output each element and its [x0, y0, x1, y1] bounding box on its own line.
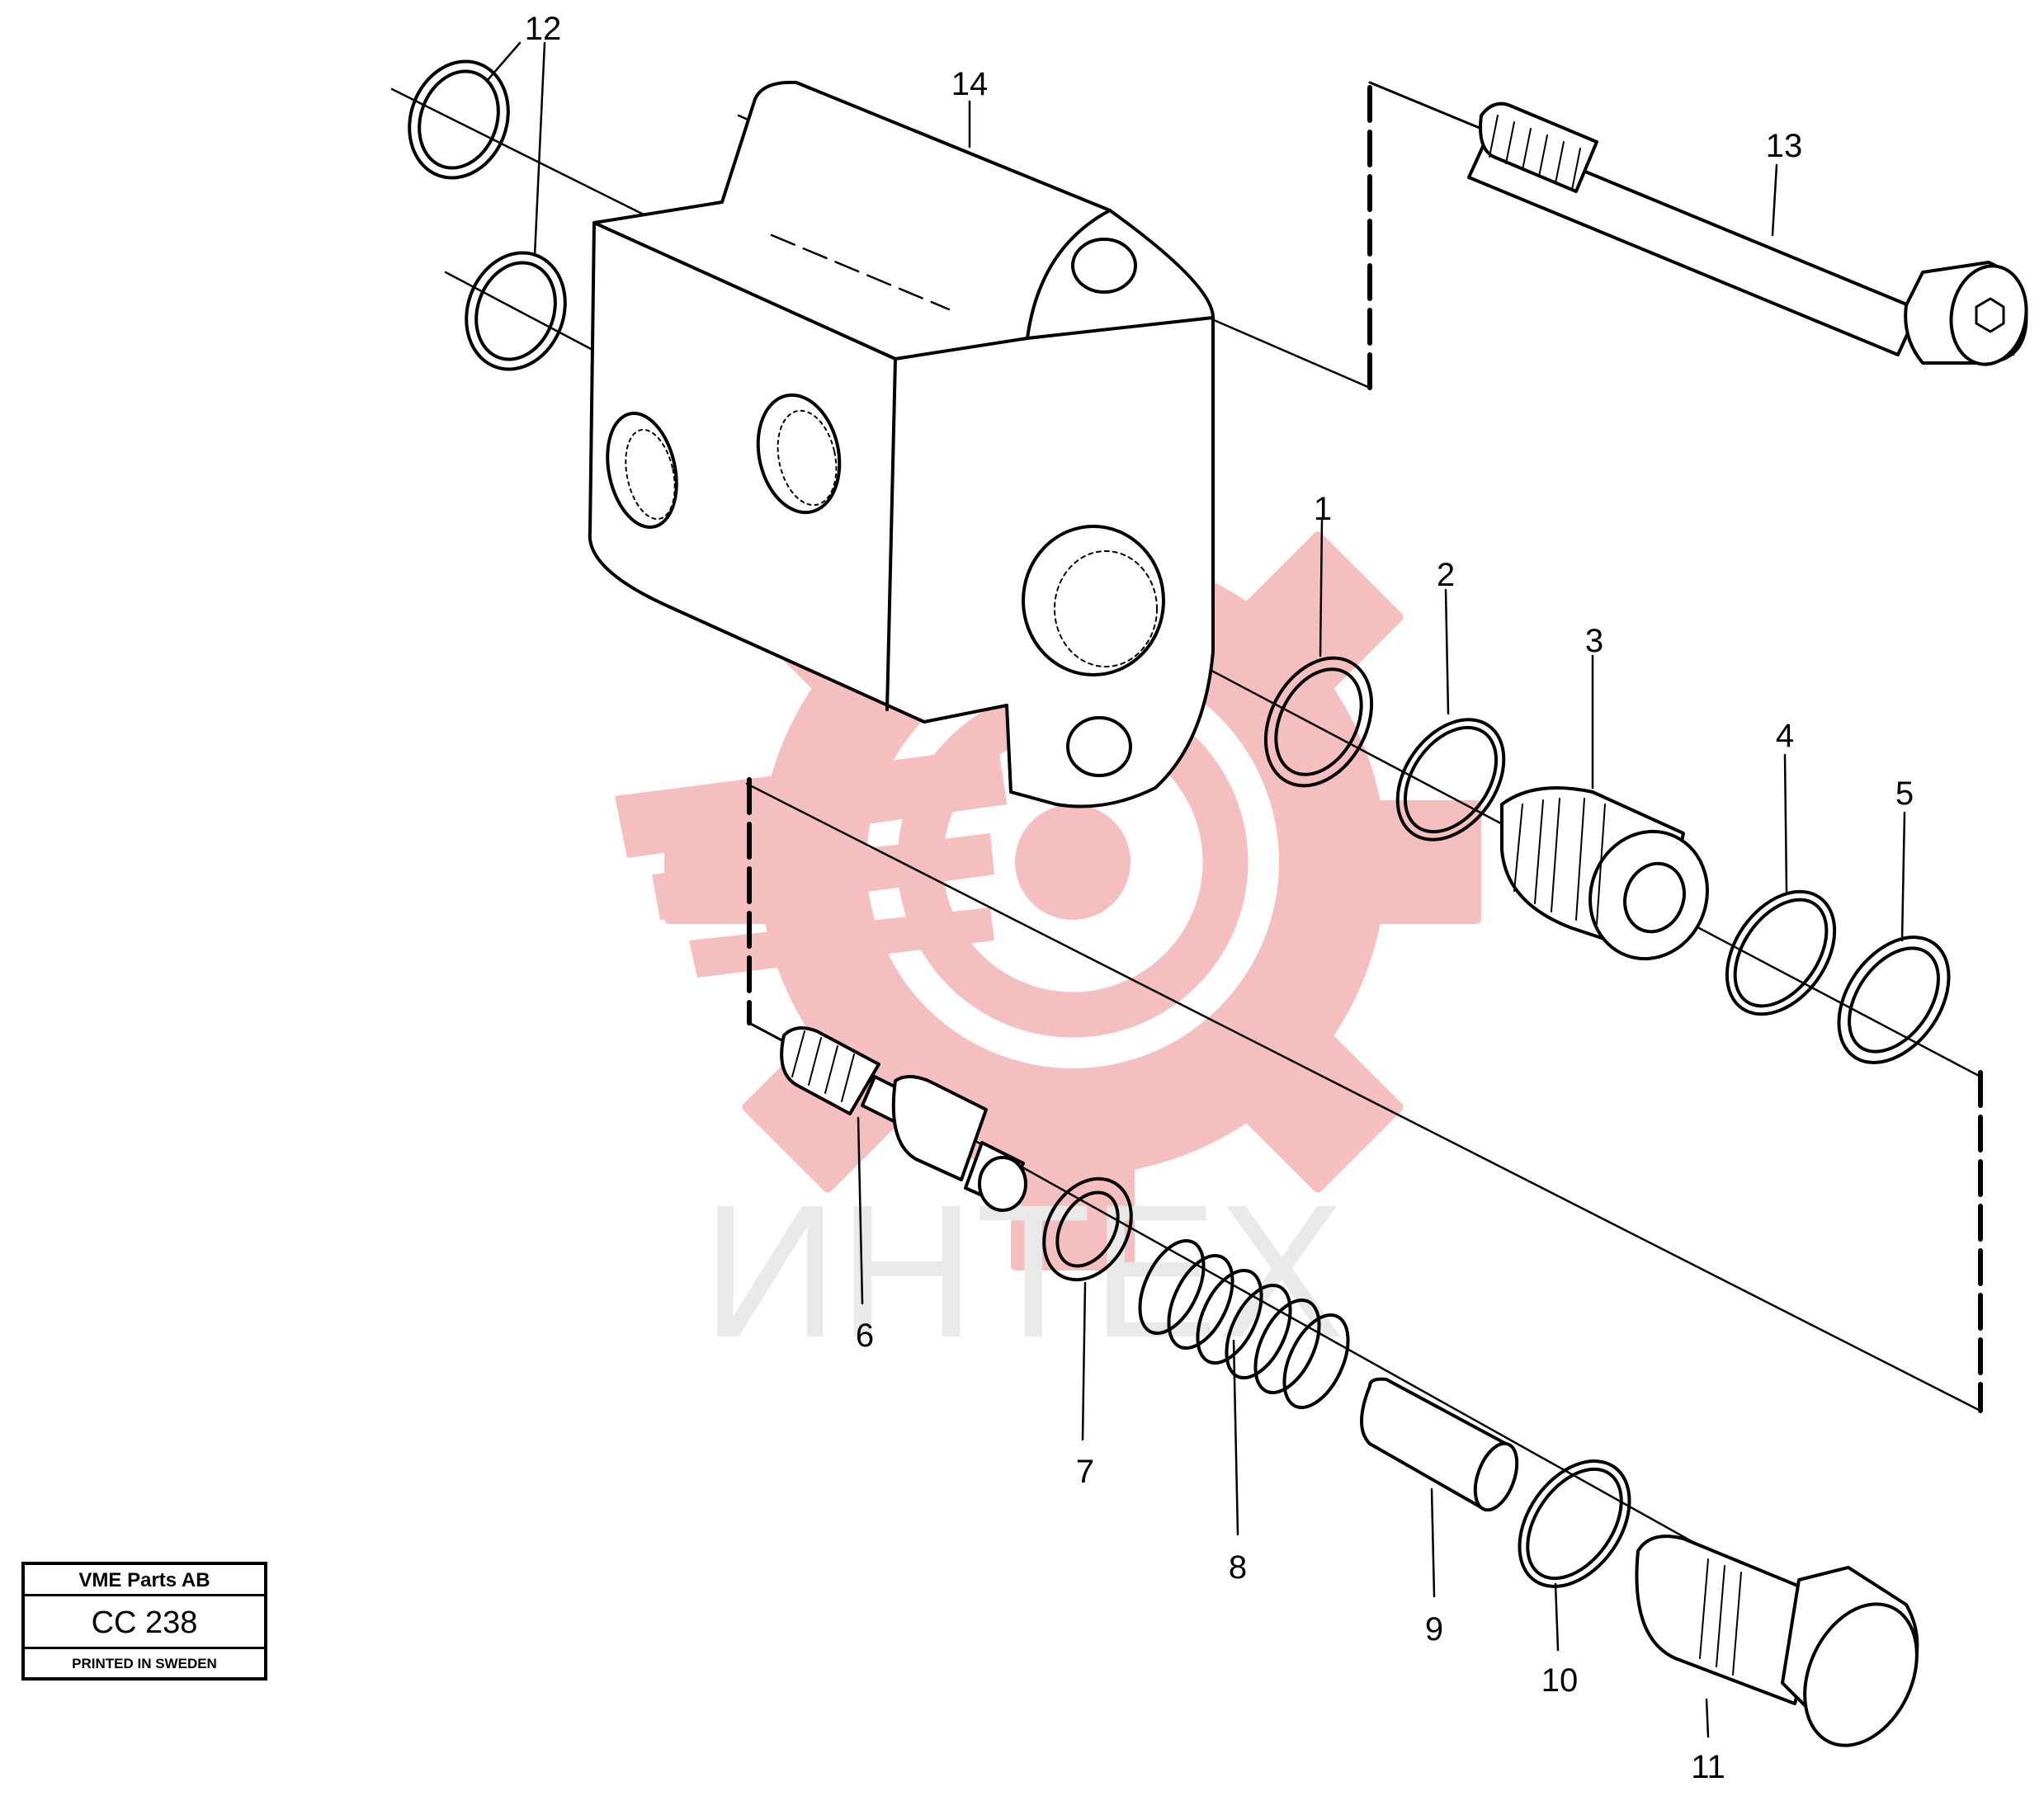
callout-11: 11 — [1691, 1749, 1725, 1785]
callout-labels: 1 2 3 4 5 6 7 8 9 10 11 12 13 14 — [525, 11, 1914, 1785]
callout-3: 3 — [1585, 623, 1603, 659]
callout-2: 2 — [1437, 557, 1455, 593]
seal-ring-part-5 — [1837, 936, 1951, 1064]
pin-part-9 — [1360, 1377, 1519, 1512]
callout-10: 10 — [1541, 1662, 1579, 1699]
valve-spool-part-6 — [780, 1026, 1027, 1212]
stamp-code: CC 238 — [25, 1596, 264, 1649]
valve-housing-part-14 — [588, 80, 1215, 808]
bolt-part-13 — [1467, 101, 2028, 366]
callout-14: 14 — [951, 66, 989, 102]
callout-5: 5 — [1895, 776, 1914, 812]
o-ring-part-12-upper — [408, 59, 510, 180]
callout-13: 13 — [1766, 128, 1803, 164]
o-ring-part-12-lower — [465, 251, 567, 371]
callout-9: 9 — [1425, 1611, 1443, 1648]
callout-12: 12 — [525, 11, 562, 47]
stamp-company: VME Parts AB — [25, 1565, 264, 1596]
sleeve-part-3 — [1500, 786, 1709, 961]
plug-part-11 — [1635, 1534, 1919, 1747]
title-stamp: VME Parts AB CC 238 PRINTED IN SWEDEN — [21, 1562, 267, 1681]
callout-1: 1 — [1314, 491, 1332, 527]
ring-part-4 — [1725, 889, 1837, 1016]
stamp-printed: PRINTED IN SWEDEN — [72, 1656, 217, 1671]
callout-leaders — [485, 41, 1906, 1738]
callout-7: 7 — [1076, 1454, 1094, 1490]
callout-4: 4 — [1776, 718, 1794, 754]
callout-6: 6 — [856, 1318, 874, 1354]
washer-part-7 — [1042, 1176, 1133, 1282]
spring-part-8 — [1138, 1238, 1350, 1410]
seal-ring-part-1 — [1263, 656, 1374, 788]
o-ring-part-10 — [1518, 1459, 1631, 1588]
callout-8: 8 — [1229, 1549, 1247, 1586]
ring-part-2 — [1395, 718, 1506, 842]
dashed-leader-13 — [1367, 80, 1491, 390]
